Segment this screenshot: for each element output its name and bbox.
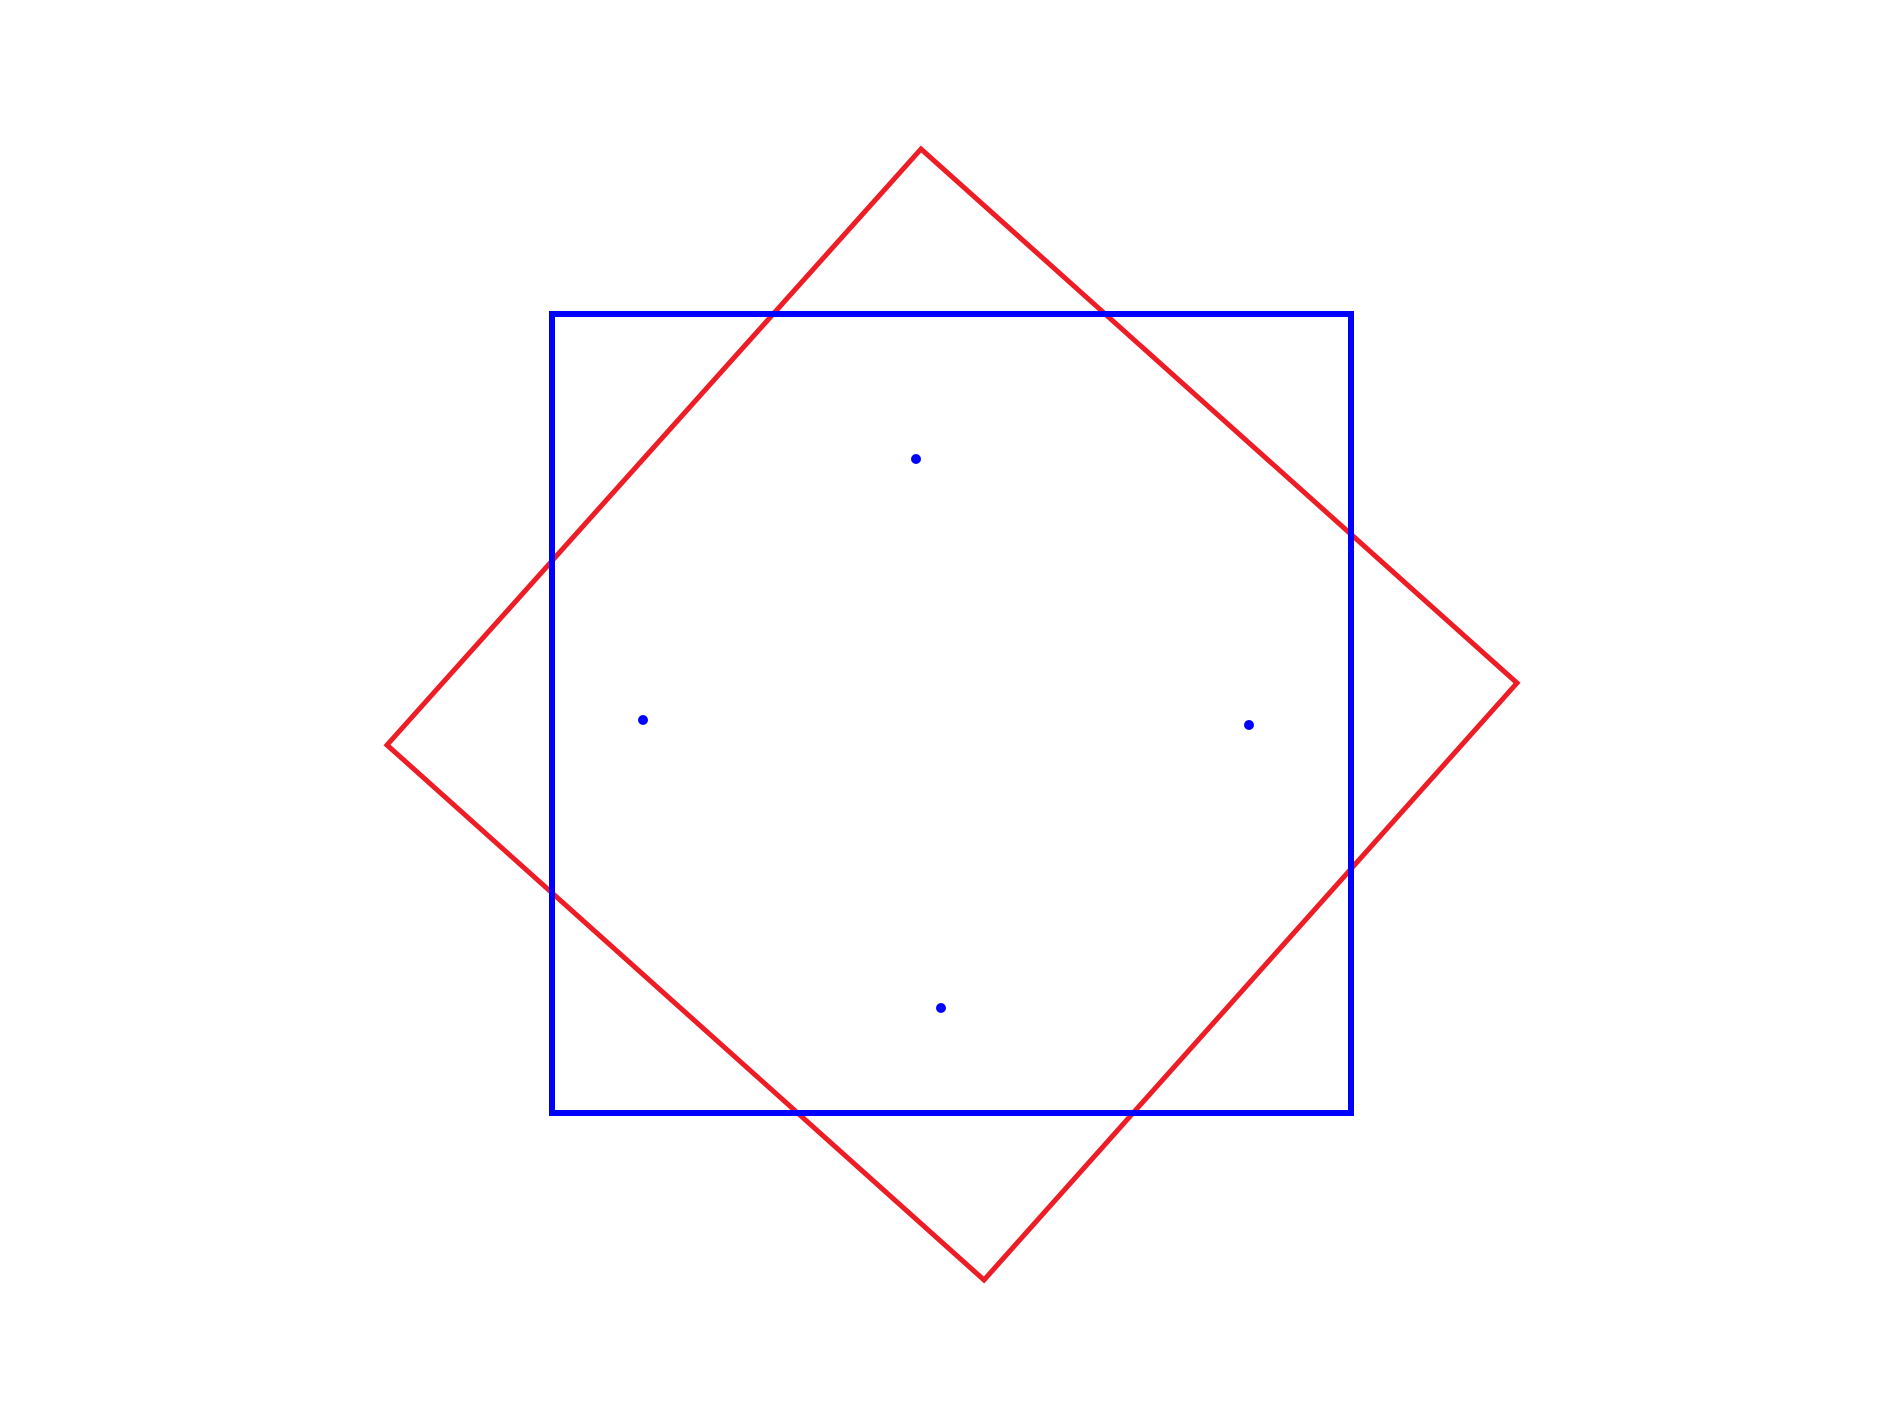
red-rotated-square	[383, 145, 1521, 1284]
blue-point-bottom	[936, 1003, 946, 1013]
blue-point-right	[1244, 720, 1254, 730]
blue-point-top	[911, 454, 921, 464]
blue-square	[549, 311, 1354, 1116]
blue-point-left	[638, 715, 648, 725]
